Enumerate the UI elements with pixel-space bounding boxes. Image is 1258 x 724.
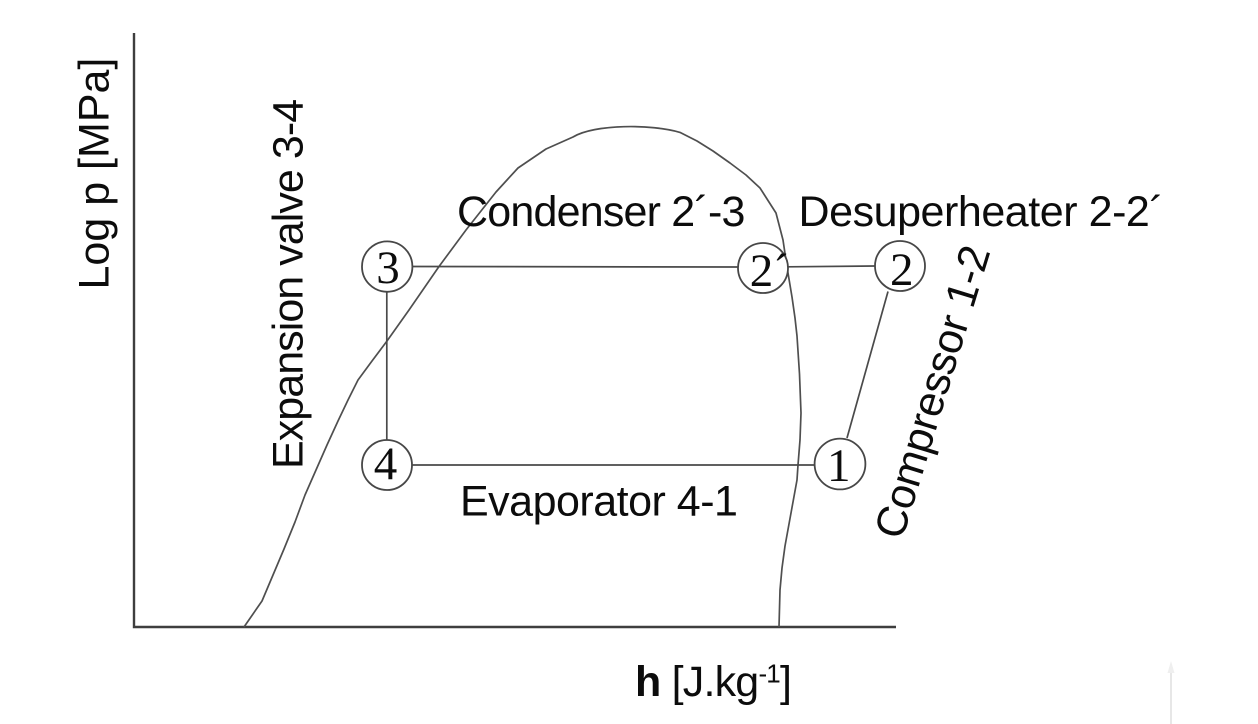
svg-text:Condenser 2´-3: Condenser 2´-3 bbox=[457, 188, 745, 236]
svg-text:h [J.kg-1]: h [J.kg-1] bbox=[635, 658, 791, 706]
svg-text:1: 1 bbox=[827, 440, 851, 492]
svg-text:Expansion valve 3-4: Expansion valve 3-4 bbox=[265, 100, 313, 469]
svg-text:Evaporator 4-1: Evaporator 4-1 bbox=[460, 477, 737, 525]
svg-text:Log p [MPa]: Log p [MPa] bbox=[71, 58, 119, 290]
svg-text:4: 4 bbox=[374, 438, 398, 490]
svg-text:3: 3 bbox=[376, 242, 400, 294]
svg-text:2: 2 bbox=[890, 244, 914, 296]
svg-text:2´: 2´ bbox=[750, 245, 789, 297]
svg-text:Desuperheater 2-2´: Desuperheater 2-2´ bbox=[799, 188, 1164, 236]
